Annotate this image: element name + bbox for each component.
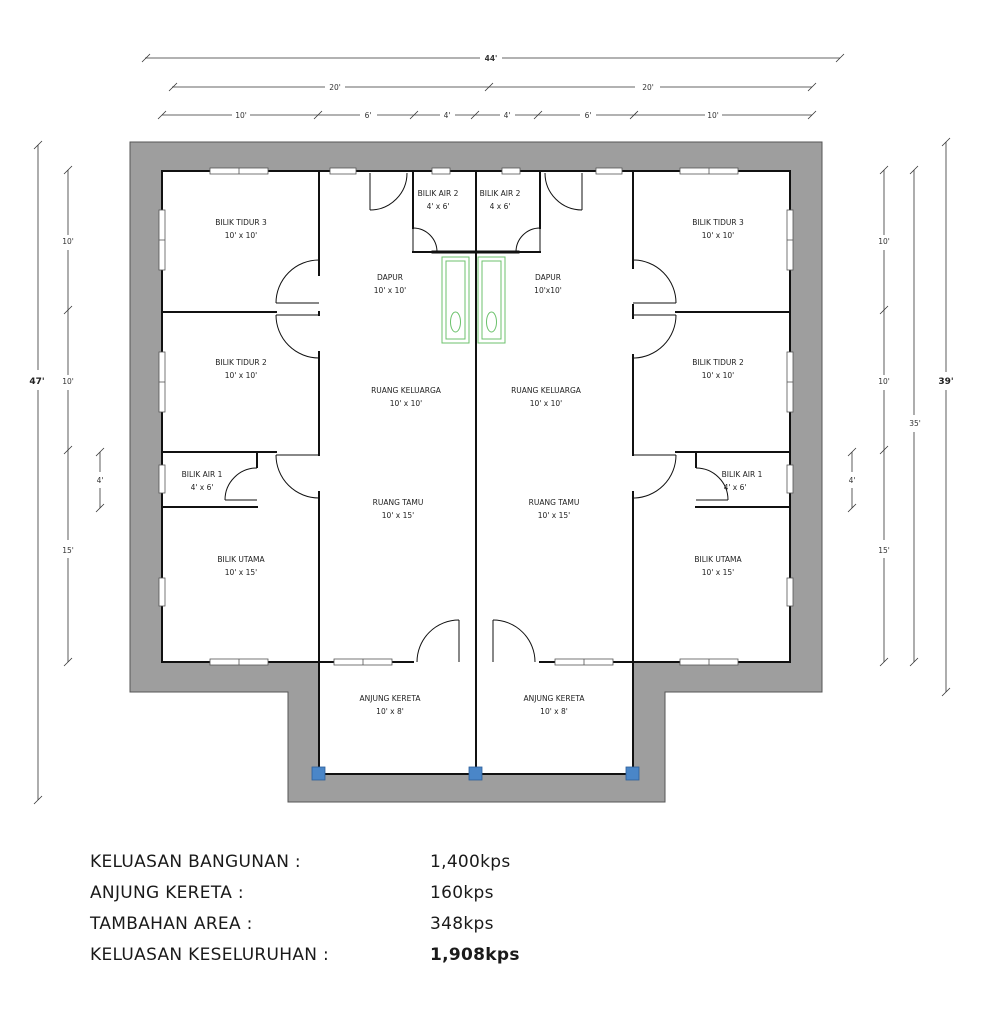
dim-right-4: 4' <box>849 476 856 485</box>
bathtub-icon <box>441 256 506 344</box>
room-left-dapur: DAPUR <box>377 273 403 282</box>
dim-left-15: 15' <box>62 546 74 555</box>
right-dimensions <box>847 137 951 697</box>
room-right-anjung-kereta: ANJUNG KERETA <box>524 694 586 703</box>
dim-right-35: 35' <box>909 419 921 428</box>
dim-seg-6-left: 6' <box>365 111 372 120</box>
summary-label: KELUASAN BANGUNAN : <box>90 852 301 872</box>
summary-label: KELUASAN KESELURUHAN : <box>90 945 330 965</box>
dim-right-10-mid: 10' <box>878 377 890 386</box>
left-dimensions <box>33 140 105 805</box>
room-left-bilik-tidur-3: BILIK TIDUR 3 <box>215 218 267 227</box>
windows <box>158 167 794 666</box>
room-left-bilik-utama-size: 10' x 15' <box>225 568 257 577</box>
room-left-ruang-keluarga: RUANG KELUARGA <box>371 386 442 395</box>
summary-row-keluasan-keseluruhan: KELUASAN KESELURUHAN : 1,908kps <box>90 941 690 972</box>
room-left-bilik-tidur-2: BILIK TIDUR 2 <box>215 358 267 367</box>
room-left-bilik-tidur-3-size: 10' x 10' <box>225 231 257 240</box>
dim-seg-4-left: 4' <box>444 111 451 120</box>
room-right-bilik-tidur-2: BILIK TIDUR 2 <box>692 358 744 367</box>
room-right-bilik-tidur-3: BILIK TIDUR 3 <box>692 218 744 227</box>
room-left-bilik-air-2-size: 4' x 6' <box>427 202 450 211</box>
dim-left-4: 4' <box>97 476 104 485</box>
dim-total-width: 44' <box>485 54 498 63</box>
room-right-bilik-utama: BILIK UTAMA <box>694 555 742 564</box>
room-right-ruang-tamu: RUANG TAMU <box>529 498 580 507</box>
summary-value: 160kps <box>430 883 494 903</box>
room-right-dapur-size: 10'x10' <box>534 286 562 295</box>
room-left-bilik-air-1: BILIK AIR 1 <box>182 470 223 479</box>
summary-value: 1,400kps <box>430 852 511 872</box>
summary-row-tambahan-area: TAMBAHAN AREA : 348kps <box>90 910 690 941</box>
room-left-anjung-kereta: ANJUNG KERETA <box>360 694 422 703</box>
dim-left-total: 47' <box>29 377 44 387</box>
summary-row-anjung-kereta: ANJUNG KERETA : 160kps <box>90 879 690 910</box>
dim-right-15: 15' <box>878 546 890 555</box>
room-right-ruang-keluarga-size: 10' x 10' <box>530 399 562 408</box>
room-right-ruang-keluarga: RUANG KELUARGA <box>511 386 582 395</box>
summary-value-total: 1,908kps <box>430 945 520 965</box>
dim-right-total: 39' <box>938 377 953 387</box>
dim-left-10-mid: 10' <box>62 377 74 386</box>
room-left-ruang-tamu-size: 10' x 15' <box>382 511 414 520</box>
room-left-bilik-air-1-size: 4' x 6' <box>191 483 214 492</box>
room-left-ruang-tamu: RUANG TAMU <box>373 498 424 507</box>
room-right-bilik-air-2: BILIK AIR 2 <box>480 189 521 198</box>
summary-label: TAMBAHAN AREA : <box>90 914 253 934</box>
dim-seg-10-left: 10' <box>235 111 247 120</box>
room-right-bilik-air-1-size: 4' x 6' <box>724 483 747 492</box>
dim-seg-6-right: 6' <box>585 111 592 120</box>
dim-right-10-top: 10' <box>878 237 890 246</box>
room-right-bilik-utama-size: 10' x 15' <box>702 568 734 577</box>
summary-value: 348kps <box>430 914 494 934</box>
room-right-bilik-air-1: BILIK AIR 1 <box>722 470 763 479</box>
floor-plan: 44' 20' 20' 10' 6' 4' 4' 6' 10' 47' 10' … <box>29 53 954 805</box>
room-left-bilik-tidur-2-size: 10' x 10' <box>225 371 257 380</box>
summary-row-keluasan-bangunan: KELUASAN BANGUNAN : 1,400kps <box>90 848 690 879</box>
room-left-dapur-size: 10' x 10' <box>374 286 406 295</box>
room-left-bilik-utama: BILIK UTAMA <box>217 555 265 564</box>
room-right-bilik-air-2-size: 4 x 6' <box>490 202 511 211</box>
room-right-dapur: DAPUR <box>535 273 561 282</box>
dim-half-right: 20' <box>642 83 654 92</box>
room-left-anjung-kereta-size: 10' x 8' <box>376 707 404 716</box>
area-summary: KELUASAN BANGUNAN : 1,400kps ANJUNG KERE… <box>90 848 690 972</box>
dim-left-10-top: 10' <box>62 237 74 246</box>
room-left-bilik-air-2: BILIK AIR 2 <box>418 189 459 198</box>
room-right-anjung-kereta-size: 10' x 8' <box>540 707 568 716</box>
top-dimensions <box>141 53 845 120</box>
dim-seg-10-right: 10' <box>707 111 719 120</box>
room-left-ruang-keluarga-size: 10' x 10' <box>390 399 422 408</box>
summary-label: ANJUNG KERETA : <box>90 883 244 903</box>
dim-seg-4-right: 4' <box>504 111 511 120</box>
dim-half-left: 20' <box>329 83 341 92</box>
room-right-bilik-tidur-3-size: 10' x 10' <box>702 231 734 240</box>
room-right-ruang-tamu-size: 10' x 15' <box>538 511 570 520</box>
column-icon <box>311 766 640 781</box>
door-swings <box>224 172 729 663</box>
room-right-bilik-tidur-2-size: 10' x 10' <box>702 371 734 380</box>
